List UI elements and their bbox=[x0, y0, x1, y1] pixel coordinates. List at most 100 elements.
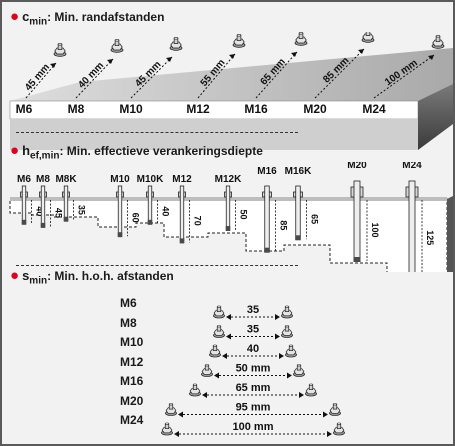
depth-label: 45 bbox=[54, 208, 64, 218]
anchor-bolt bbox=[408, 180, 416, 272]
anchor-nut-icon bbox=[329, 403, 341, 416]
anchor-bolt bbox=[147, 185, 153, 225]
anchor-nut-icon bbox=[281, 325, 293, 338]
anchor-sleeve bbox=[295, 235, 301, 241]
anchor-nut-icon bbox=[53, 43, 67, 57]
anchor-nut-icon bbox=[232, 34, 246, 48]
spacing-label: 50 mm bbox=[236, 363, 271, 375]
spacing-size-label: M12 bbox=[120, 354, 144, 369]
arrow-head bbox=[202, 392, 207, 398]
anchor-sleeve bbox=[264, 247, 270, 253]
spacing-label: 65 mm bbox=[236, 382, 271, 394]
anchor-bolt bbox=[295, 185, 301, 240]
anchor-nut-icon bbox=[161, 422, 173, 436]
size-label: M10 bbox=[119, 102, 143, 116]
depth-label: 85 bbox=[279, 220, 289, 230]
distance-arrow bbox=[197, 53, 236, 99]
section-divider bbox=[16, 132, 298, 133]
spacing-label: 95 mm bbox=[236, 402, 271, 414]
distance-arrow bbox=[130, 56, 173, 99]
spacing-size-label: M6 bbox=[120, 296, 137, 310]
anchor-nut-icon bbox=[209, 344, 221, 358]
anchor-size-label: M6 bbox=[17, 174, 31, 185]
anchor-nut-icon bbox=[213, 305, 225, 319]
arrow-head bbox=[279, 353, 284, 359]
depth-label: 60 bbox=[131, 213, 141, 223]
anchor-bolt bbox=[21, 185, 27, 225]
anchor-sleeve bbox=[63, 216, 69, 222]
size-label: M6 bbox=[16, 102, 33, 116]
anchor-nut-icon bbox=[165, 403, 177, 416]
anchor-size-label: M20 bbox=[347, 162, 367, 171]
size-label: M16 bbox=[244, 102, 268, 116]
bullet-icon: ● bbox=[10, 267, 20, 284]
arrow-head bbox=[226, 333, 231, 340]
anchor-sleeve bbox=[225, 226, 231, 231]
anchor-nut-icon bbox=[361, 32, 375, 43]
anchor-bolt bbox=[225, 185, 231, 231]
anchor-nut-icon bbox=[110, 39, 124, 53]
anchor-size-label: M16K bbox=[285, 166, 312, 177]
anchor-size-label: M10 bbox=[110, 174, 130, 185]
anchor-nut-icon bbox=[294, 32, 308, 46]
anchor-nut-icon bbox=[189, 383, 201, 397]
section1-title: ●cmin: Min. randafstanden bbox=[10, 8, 165, 28]
anchor-bolt bbox=[353, 180, 361, 262]
spacing-size-label: M8 bbox=[120, 315, 137, 330]
embedment-depth-diagram: M640M845M8K35M1060M10K40M1270M12K50M1685… bbox=[9, 162, 453, 272]
spacing-size-label: M24 bbox=[120, 413, 144, 427]
depth-label: 125 bbox=[425, 230, 435, 245]
distance-arrow bbox=[314, 48, 365, 99]
arrow-head bbox=[226, 314, 231, 320]
spacing-size-label: M20 bbox=[120, 393, 144, 408]
arrow-head bbox=[166, 57, 172, 62]
anchor-nut-icon bbox=[431, 35, 445, 49]
arrow-head bbox=[229, 54, 235, 59]
spacing-size-label: M16 bbox=[120, 374, 144, 388]
anchor-nut-icon bbox=[281, 305, 293, 319]
arrow-head bbox=[178, 411, 183, 418]
arrow-head bbox=[174, 431, 179, 437]
anchor-nut-icon bbox=[293, 364, 305, 377]
anchor-sleeve bbox=[353, 257, 361, 262]
distance-label: 45 mm bbox=[23, 62, 52, 93]
depth-label: 35 bbox=[77, 205, 87, 215]
arrow-head bbox=[299, 392, 304, 398]
bullet-icon: ● bbox=[10, 8, 20, 25]
arrow-head bbox=[107, 59, 113, 64]
anchor-nut-icon bbox=[305, 383, 317, 397]
anchor-sleeve bbox=[179, 238, 185, 244]
anchor-size-label: M8K bbox=[55, 174, 77, 185]
arrow-head bbox=[50, 63, 56, 68]
anchor-size-label: M12K bbox=[215, 174, 242, 185]
slab-side bbox=[447, 196, 453, 272]
anchor-nut-icon bbox=[285, 344, 297, 358]
arrow-head bbox=[222, 353, 227, 359]
slab-top bbox=[10, 48, 453, 101]
anchor-sleeve bbox=[147, 219, 153, 225]
distance-arrow bbox=[373, 54, 435, 99]
spacing-label: 35 bbox=[247, 324, 259, 336]
depth-label: 100 bbox=[370, 222, 380, 237]
section2-title: ●hef,min: Min. effectieve verankeringsdi… bbox=[10, 142, 263, 162]
arrow-head bbox=[275, 333, 280, 340]
spacing-label: 35 bbox=[247, 304, 259, 316]
anchor-size-label: M16 bbox=[257, 166, 277, 177]
anchor-sleeve bbox=[40, 222, 46, 228]
depth-label: 40 bbox=[161, 206, 171, 216]
anchor-size-label: M10K bbox=[137, 174, 164, 185]
anchor-bolt bbox=[63, 185, 69, 222]
arrow-head bbox=[327, 431, 332, 437]
section-divider bbox=[16, 265, 298, 266]
arrow-head bbox=[323, 411, 328, 418]
size-label: M24 bbox=[362, 102, 386, 116]
depth-label: 70 bbox=[193, 216, 203, 226]
size-label: M12 bbox=[186, 102, 210, 116]
depth-label: 40 bbox=[35, 206, 45, 216]
arrow-head bbox=[428, 55, 434, 60]
depth-label: 50 bbox=[239, 209, 249, 219]
anchor-sleeve bbox=[21, 219, 27, 225]
